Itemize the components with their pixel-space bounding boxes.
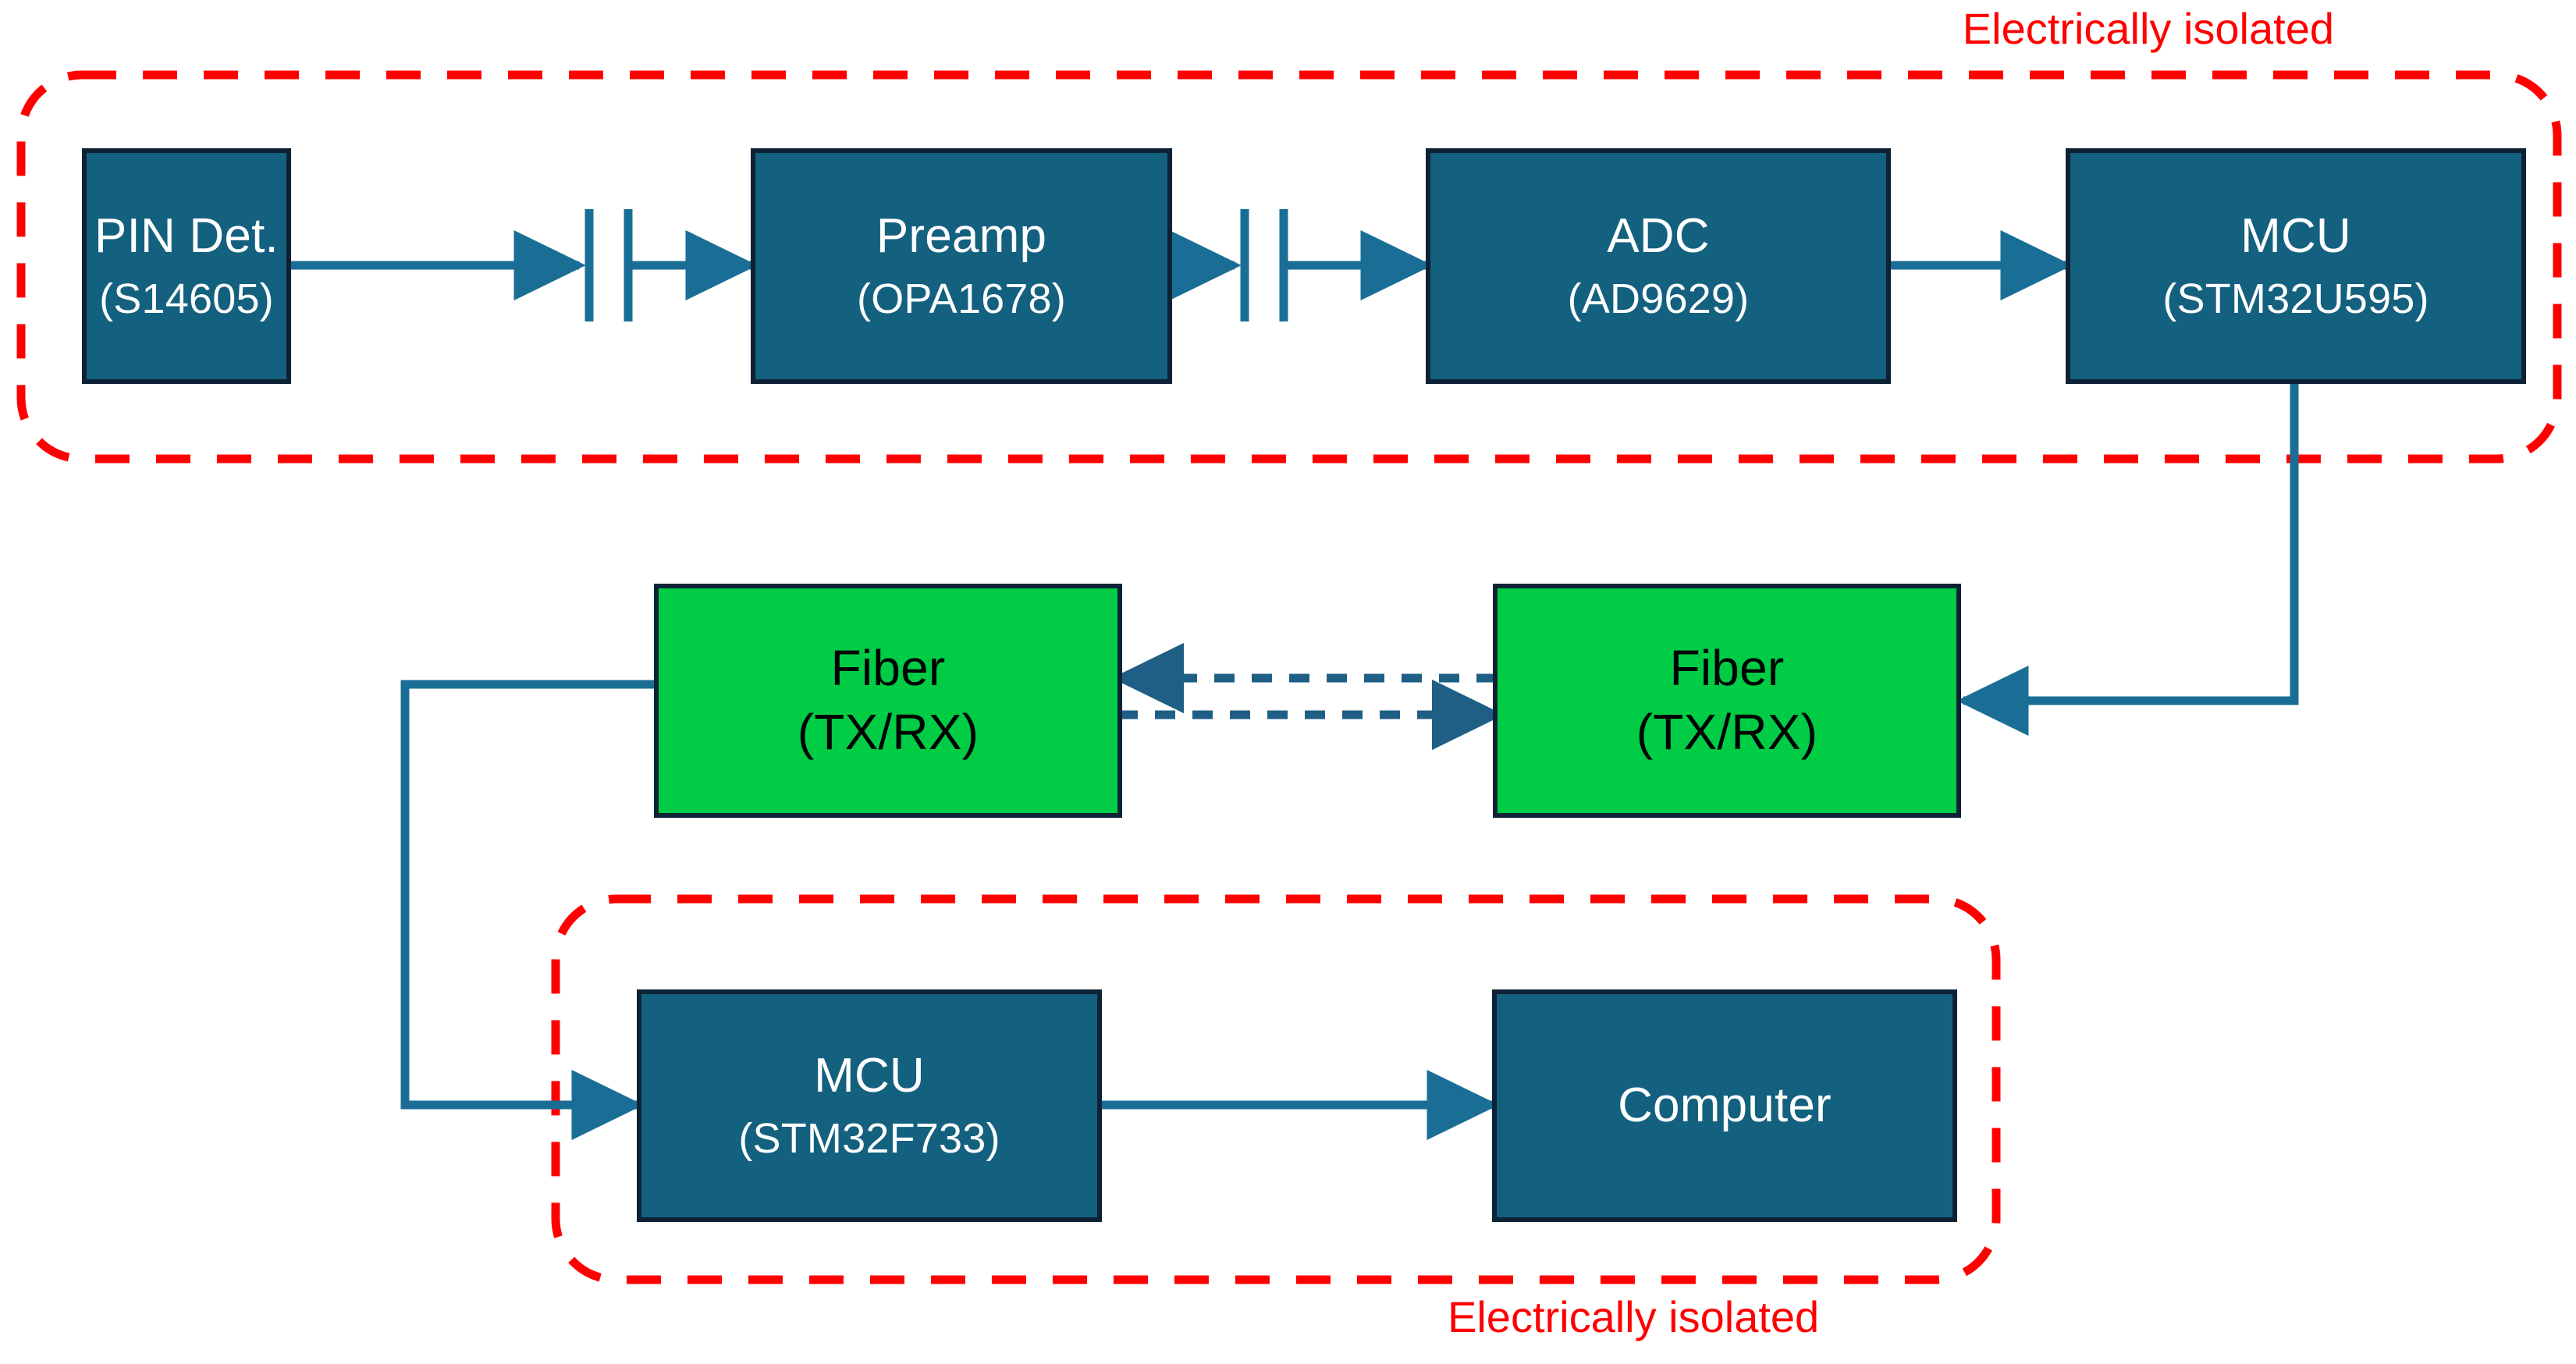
wire-mcu-top-to-fiber-right bbox=[1956, 382, 2299, 737]
wire-fiber-left-to-mcu-bottom bbox=[400, 680, 656, 1141]
block-computer[interactable]: Computer bbox=[1492, 989, 1957, 1222]
block-fiber-left[interactable]: Fiber (TX/RX) bbox=[654, 584, 1122, 818]
isolation-boundary-top bbox=[16, 70, 2562, 464]
block-pin-detector[interactable]: PIN Det. (S14605) bbox=[82, 148, 291, 384]
block-preamp[interactable]: Preamp (OPA1678) bbox=[751, 148, 1172, 384]
block-mcu-sensor-part: (STM32U595) bbox=[2162, 275, 2429, 323]
block-preamp-part: (OPA1678) bbox=[857, 275, 1066, 323]
isolation-boundary-bottom bbox=[551, 894, 2001, 1284]
block-fiber-right-ports: (TX/RX) bbox=[1636, 704, 1818, 760]
block-adc[interactable]: ADC (AD9629) bbox=[1426, 148, 1891, 384]
block-pin-detector-title: PIN Det. bbox=[94, 209, 279, 264]
block-mcu-sensor[interactable]: MCU (STM32U595) bbox=[2066, 148, 2526, 384]
block-adc-part: (AD9629) bbox=[1567, 275, 1750, 323]
isolation-label-top: Electrically isolated bbox=[1962, 4, 2334, 53]
block-mcu-host[interactable]: MCU (STM32F733) bbox=[637, 989, 1102, 1222]
block-mcu-sensor-title: MCU bbox=[2240, 209, 2351, 264]
block-mcu-host-part: (STM32F733) bbox=[738, 1115, 1000, 1163]
block-adc-title: ADC bbox=[1607, 209, 1710, 264]
block-mcu-host-title: MCU bbox=[814, 1049, 925, 1103]
block-preamp-title: Preamp bbox=[876, 209, 1047, 264]
block-fiber-left-ports: (TX/RX) bbox=[797, 704, 979, 760]
isolation-label-bottom: Electrically isolated bbox=[1448, 1292, 1820, 1341]
block-computer-title: Computer bbox=[1618, 1078, 1832, 1133]
block-pin-detector-part: (S14605) bbox=[99, 275, 274, 323]
block-fiber-left-title: Fiber bbox=[830, 640, 946, 697]
block-fiber-right[interactable]: Fiber (TX/RX) bbox=[1493, 584, 1961, 818]
block-fiber-right-title: Fiber bbox=[1669, 640, 1785, 697]
